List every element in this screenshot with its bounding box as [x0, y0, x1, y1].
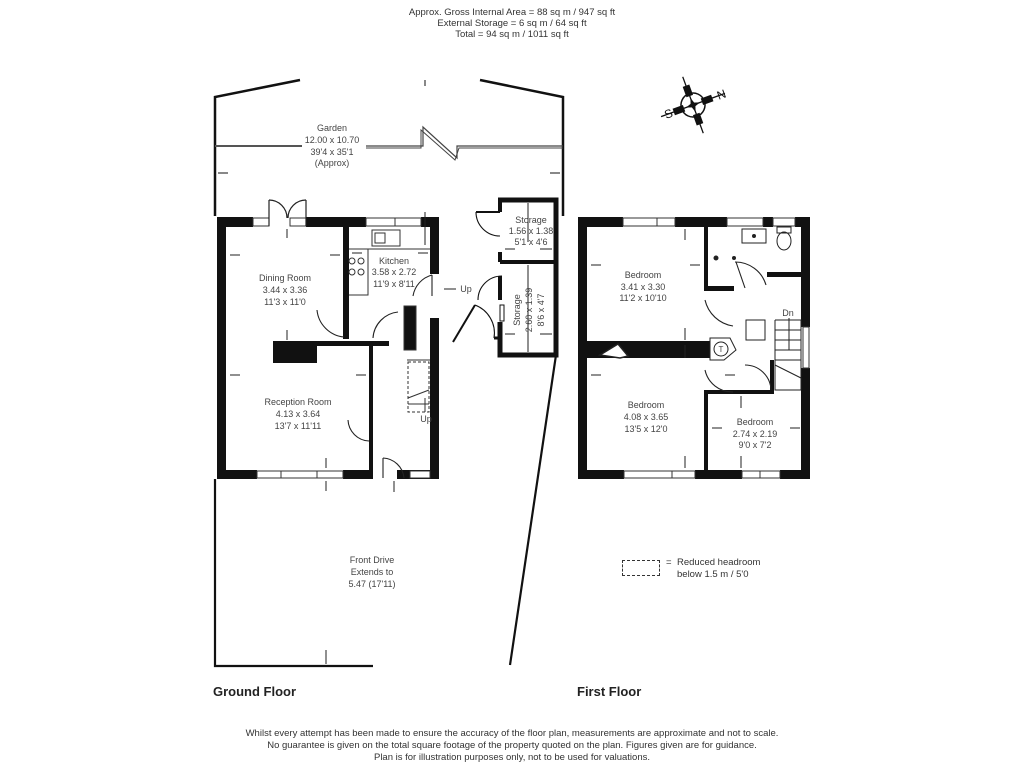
garden-metric: 12.00 x 10.70	[305, 135, 360, 145]
kitchen-metric: 3.58 x 2.72	[372, 267, 417, 277]
garden-boundary	[213, 78, 565, 216]
garden-imperial: 39'4 x 35'1	[311, 147, 354, 157]
storage-2-imperial: 8'6 x 4'7	[536, 294, 546, 327]
compass-rose-icon: N S	[660, 76, 728, 134]
dining-room-label: Dining Room	[259, 273, 311, 283]
bedroom-3-metric: 2.74 x 2.19	[733, 429, 778, 439]
interior-doors-first	[704, 261, 772, 393]
total-area: Total = 94 sq m / 1011 sq ft	[455, 29, 569, 40]
first-floor-plan: Bedroom 3.41 x 3.30 11'2 x 10'10 Bedroom…	[578, 217, 810, 479]
external-storage-area: External Storage = 6 sq m / 64 sq ft	[437, 18, 587, 29]
reduced-headroom-swatch	[622, 560, 660, 576]
stairs-up-label-2: Up	[420, 414, 432, 424]
ground-floor-plan: Garden 12.00 x 10.70 39'4 x 35'1 (Approx…	[213, 78, 565, 668]
dimension-arrows-ground	[230, 203, 552, 664]
front-drive-length: 5.47 (17'11)	[348, 579, 395, 589]
stairs-ground	[403, 305, 430, 413]
storage-1-metric: 1.56 x 1.38	[509, 226, 554, 236]
house-walls-ground	[217, 217, 439, 479]
garden-label: Garden	[317, 123, 347, 133]
bedroom-1-imperial: 11'2 x 10'10	[619, 293, 666, 303]
front-drive-boundary	[213, 479, 373, 668]
legend-line-1: Reduced headroom	[677, 557, 761, 568]
storage-2-label: Storage	[512, 294, 522, 326]
landing-features	[597, 318, 802, 391]
bedroom-2-label: Bedroom	[628, 400, 665, 410]
french-doors	[268, 199, 307, 226]
legend-line-2: below 1.5 m / 5'0	[677, 569, 749, 580]
compass-north-label: N	[715, 87, 728, 103]
disclaimer-line-1: Whilst every attempt has been made to en…	[245, 728, 779, 739]
dimension-arrows-first	[591, 229, 800, 468]
bedroom-1-metric: 3.41 x 3.30	[621, 282, 666, 292]
garden-note: (Approx)	[315, 158, 350, 168]
kitchen-label: Kitchen	[379, 256, 409, 266]
front-drive-label: Front Drive	[350, 555, 395, 565]
bedroom-3-label: Bedroom	[737, 417, 774, 427]
interior-doors-ground	[316, 274, 433, 479]
first-floor-title: First Floor	[577, 684, 642, 699]
compass-south-label: S	[662, 106, 674, 122]
storage-1-imperial: 5'1 x 4'6	[515, 237, 548, 247]
bathroom-fittings	[713, 226, 792, 261]
disclaimer-line-3: Plan is for illustration purposes only, …	[373, 752, 650, 763]
stairs-down-label: Dn	[782, 308, 794, 318]
gross-internal-area: Approx. Gross Internal Area = 88 sq m / …	[408, 7, 616, 18]
reception-room-imperial: 13'7 x 11'11	[275, 421, 322, 431]
ground-floor-title: Ground Floor	[213, 684, 297, 699]
reception-room-metric: 4.13 x 3.64	[276, 409, 321, 419]
storage-2-metric: 2.60 x 1.39	[524, 288, 534, 333]
external-storage	[452, 197, 559, 666]
bedroom-3-imperial: 9'0 x 7'2	[739, 440, 772, 450]
disclaimer: Whilst every attempt has been made to en…	[0, 728, 1024, 764]
legend-equals: =	[666, 557, 672, 568]
dining-room-imperial: 11'3 x 11'0	[264, 297, 306, 307]
storage-1-label: Storage	[515, 215, 547, 225]
stairs-up-label-1: Up	[460, 284, 472, 294]
front-drive-extends: Extends to	[351, 567, 394, 577]
bedroom-1-label: Bedroom	[625, 270, 662, 280]
dining-room-metric: 3.44 x 3.36	[263, 285, 308, 295]
reception-room-label: Reception Room	[264, 397, 331, 407]
bedroom-2-imperial: 13'5 x 12'0	[625, 424, 668, 434]
windows-first	[622, 217, 810, 479]
kitchen-units	[348, 229, 430, 296]
disclaimer-line-2: No guarantee is given on the total squar…	[267, 740, 757, 751]
tank-label: T	[719, 345, 724, 354]
kitchen-imperial: 11'9 x 8'11	[373, 279, 415, 289]
bedroom-2-metric: 4.08 x 3.65	[624, 412, 669, 422]
area-summary: Approx. Gross Internal Area = 88 sq m / …	[0, 7, 1024, 40]
